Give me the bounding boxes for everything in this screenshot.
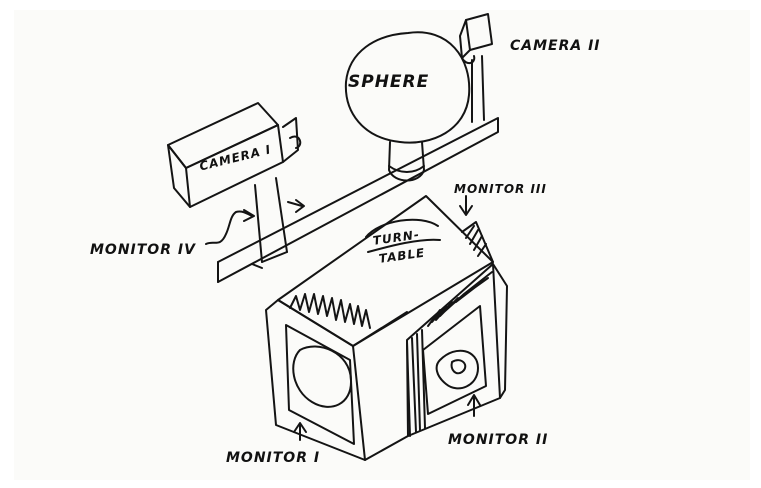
monitor-1 [266,294,408,460]
sphere-label: SPHERE [348,72,429,92]
monitor-1-label: MONITOR I [226,450,320,466]
camera-2-label: CAMERA II [510,38,601,54]
monitor-2-label: MONITOR II [448,432,548,448]
monitor-3-label: MONITOR III [454,182,547,196]
monitor-4-label: MONITOR IV [90,242,196,258]
monitor-3 [462,222,493,262]
monitor-2 [407,264,507,436]
camera-2 [460,14,492,122]
rail-platform [218,118,498,282]
camera-1 [168,103,300,262]
turntable [278,196,493,346]
